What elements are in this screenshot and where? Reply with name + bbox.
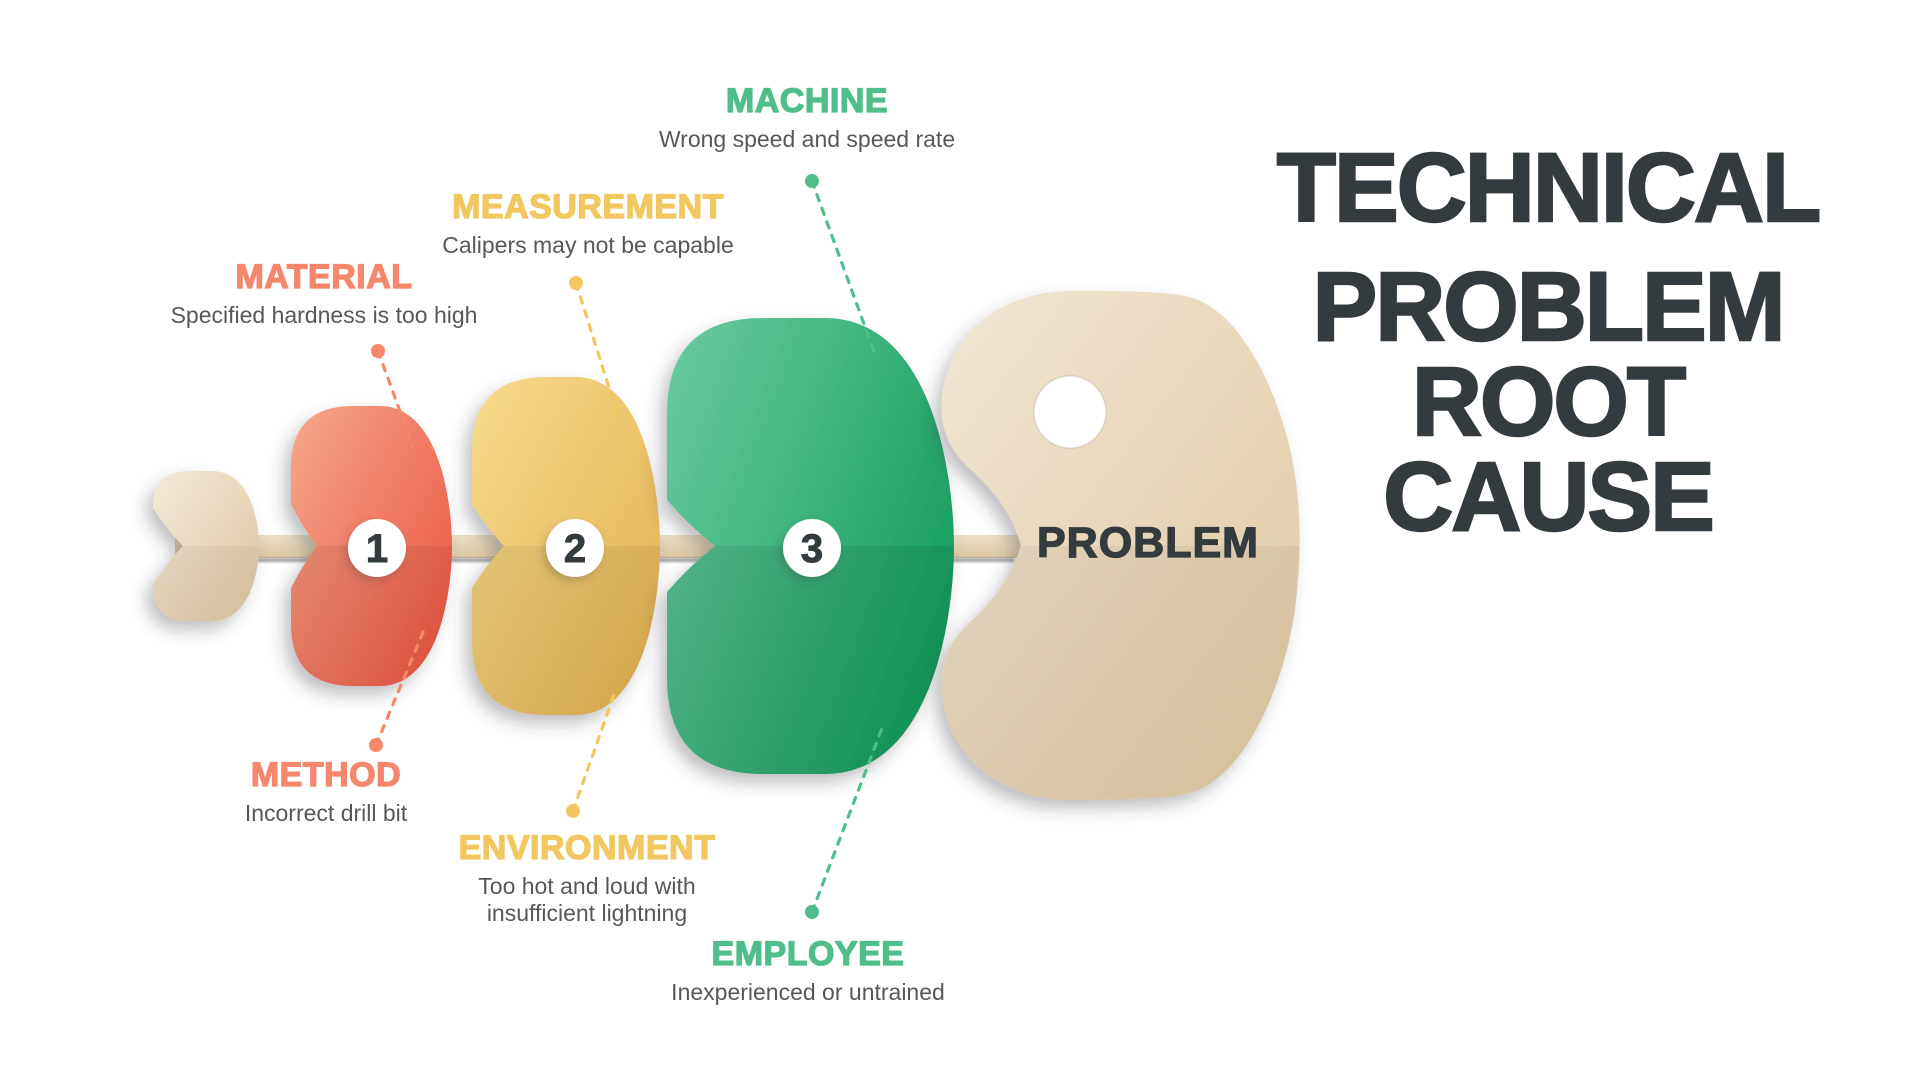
title-line-3: ROOT (1411, 347, 1688, 457)
cause-material-desc: Specified hardness is too high (170, 302, 478, 328)
problem-label: PROBLEM (1037, 519, 1259, 567)
cause-label-measurement: MEASUREMENT Calipers may not be capable (442, 187, 734, 259)
connector-environment-dot (566, 804, 580, 818)
cause-label-material: MATERIAL Specified hardness is too high (170, 257, 478, 329)
segment-3-number-badge (783, 519, 841, 577)
page-title: TECHNICAL PROBLEM ROOT CAUSE (1276, 133, 1823, 552)
connector-employee-dot (805, 905, 819, 919)
connector-method (369, 628, 426, 752)
fish-eye (1033, 375, 1107, 449)
connector-measurement (569, 276, 619, 415)
segment-3-number: 3 (801, 527, 823, 571)
cause-method-title: METHOD (250, 755, 402, 794)
cause-material-title: MATERIAL (235, 257, 413, 296)
segment-1-number-badge (348, 519, 406, 577)
cause-employee-desc: Inexperienced or untrained (671, 979, 945, 1005)
bottom-half-shade (153, 546, 1300, 800)
connector-material-dot (371, 344, 385, 358)
connector-employee (805, 721, 886, 919)
cause-environment-title: ENVIRONMENT (458, 828, 716, 867)
connector-material-line (376, 349, 415, 449)
cause-label-environment: ENVIRONMENT Too hot and loud with insuff… (458, 828, 716, 927)
segment-1-number: 1 (366, 527, 388, 571)
cause-measurement-desc: Calipers may not be capable (442, 232, 734, 258)
segment-2-number: 2 (564, 527, 586, 571)
cause-machine-title: MACHINE (725, 81, 889, 120)
connector-method-line (374, 628, 426, 747)
connector-machine-dot (805, 174, 819, 188)
cause-label-machine: MACHINE Wrong speed and speed rate (658, 81, 956, 153)
connector-environment-line (571, 687, 618, 813)
title-line-1: TECHNICAL (1276, 133, 1823, 242)
connector-environment (566, 687, 618, 818)
connector-employee-line (810, 721, 886, 914)
fish-tail-shape (153, 471, 259, 621)
title-line-4: CAUSE (1382, 442, 1716, 552)
cause-label-method: METHOD Incorrect drill bit (244, 755, 408, 827)
cause-machine-desc: Wrong speed and speed rate (658, 126, 956, 152)
fish-head-shape (941, 291, 1300, 800)
cause-label-employee: EMPLOYEE Inexperienced or untrained (671, 934, 945, 1006)
cause-employee-title: EMPLOYEE (711, 934, 905, 973)
cause-environment-desc: Too hot and loud with insufficient light… (478, 873, 696, 927)
connector-measurement-dot (569, 276, 583, 290)
connector-material (371, 344, 415, 449)
connector-method-dot (369, 738, 383, 752)
cause-measurement-title: MEASUREMENT (451, 187, 724, 226)
title-line-2: PROBLEM (1311, 252, 1786, 362)
connector-machine (805, 174, 878, 359)
segment-2-number-badge (546, 519, 604, 577)
connector-machine-line (810, 179, 878, 359)
cause-method-desc: Incorrect drill bit (244, 800, 408, 826)
